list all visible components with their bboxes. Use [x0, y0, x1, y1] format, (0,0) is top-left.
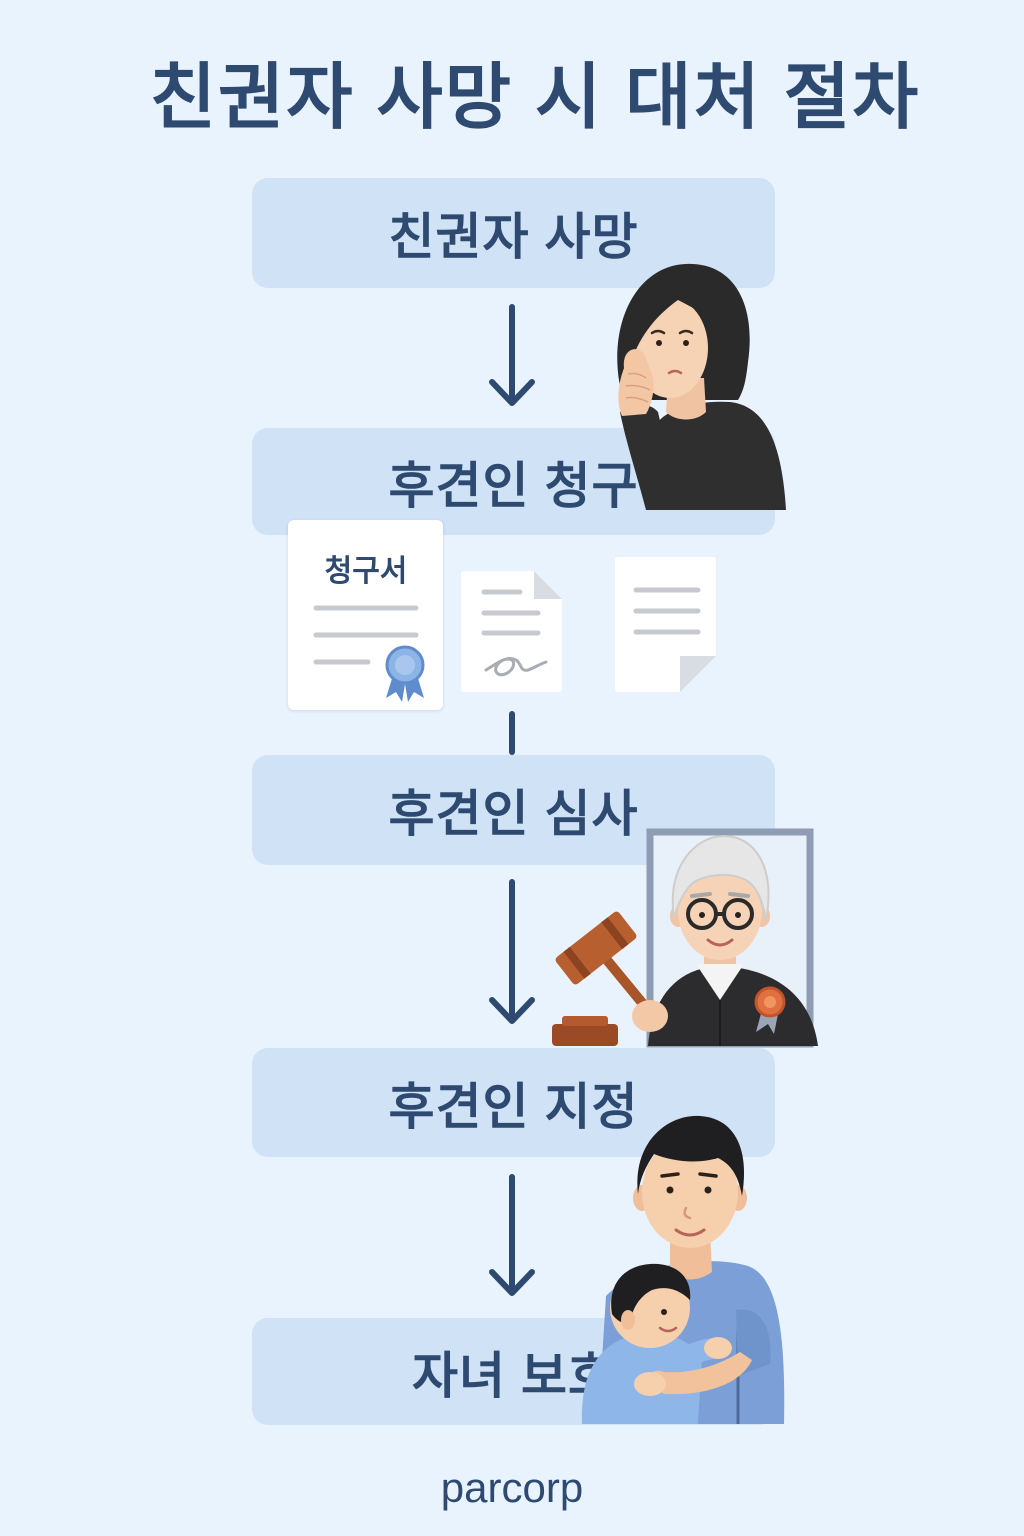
document-sheet	[615, 557, 716, 692]
step-label: 후견인 청구	[388, 457, 639, 514]
text-lines	[633, 587, 701, 635]
page-title: 친권자 사망 시 대처 절차	[149, 58, 921, 138]
folded-corner	[534, 571, 562, 599]
judge-icon	[552, 828, 818, 1048]
arrow-head	[489, 379, 535, 406]
gavel-icon	[552, 911, 653, 1046]
signed-document-icon	[461, 571, 562, 692]
ribbon-medal-icon	[385, 645, 425, 702]
grieving-woman-icon	[617, 263, 786, 510]
glasses-icon	[686, 898, 754, 930]
child-smile	[658, 1326, 678, 1333]
sound-block-top	[562, 1016, 608, 1026]
step-label: 후견인 지정	[388, 1078, 639, 1135]
judge-eyes	[699, 912, 741, 918]
guardian-nose	[683, 1206, 692, 1220]
woman-finger-lines	[625, 372, 651, 403]
signature-icon	[484, 657, 548, 677]
badge-icon	[754, 986, 786, 1034]
petition-document-icon: 청구서	[288, 520, 443, 710]
text-lines	[481, 589, 541, 636]
judge-sleeve	[658, 1002, 690, 1033]
blank-document-icon	[615, 557, 716, 692]
judge-collar	[696, 964, 744, 1000]
child-eye	[661, 1309, 667, 1315]
guardian-face	[642, 1136, 738, 1248]
arrow-head	[489, 1269, 535, 1296]
child-hair	[611, 1263, 691, 1324]
woman-sleeve	[620, 404, 680, 510]
folded-corner	[680, 656, 716, 692]
guardian-eyes	[666, 1186, 712, 1194]
step-label: 후견인 심사	[388, 786, 639, 842]
woman-eyebrows	[650, 329, 694, 335]
guardian-smile	[674, 1228, 706, 1237]
arrow-head	[489, 997, 535, 1024]
step-label: 자녀 보호	[412, 1347, 615, 1404]
down-arrow-icon	[489, 304, 535, 406]
judge-hair	[671, 834, 770, 921]
petition-label: 청구서	[324, 555, 408, 588]
guardian-eyebrows	[660, 1172, 718, 1178]
child-hand	[704, 1337, 732, 1359]
woman-mouth	[667, 369, 683, 375]
woman-eyes	[656, 340, 689, 346]
gavel-handle	[597, 949, 653, 1015]
woman-hand	[618, 349, 654, 416]
guardian-hand	[634, 1372, 666, 1396]
sound-block	[552, 1024, 618, 1046]
down-arrow-icon	[489, 879, 535, 1024]
guardian-arm	[648, 1352, 752, 1395]
judge-smile	[706, 938, 734, 947]
petition-document-body	[313, 605, 425, 702]
woman-sweater	[656, 401, 786, 510]
gavel-head	[555, 911, 637, 985]
woman-fringe	[629, 283, 719, 354]
guardian-hugging-child-icon	[581, 1115, 785, 1424]
brand-logo: parcorp	[440, 1464, 584, 1511]
down-arrow-icon	[489, 1174, 535, 1296]
guardian-hair	[637, 1115, 745, 1196]
text-lines	[313, 605, 419, 665]
judge-face	[678, 860, 762, 960]
step-label: 친권자 사망	[388, 209, 639, 265]
child-ear	[621, 1310, 635, 1330]
judge-hand	[632, 1000, 668, 1032]
judge-eyebrows	[690, 892, 750, 898]
